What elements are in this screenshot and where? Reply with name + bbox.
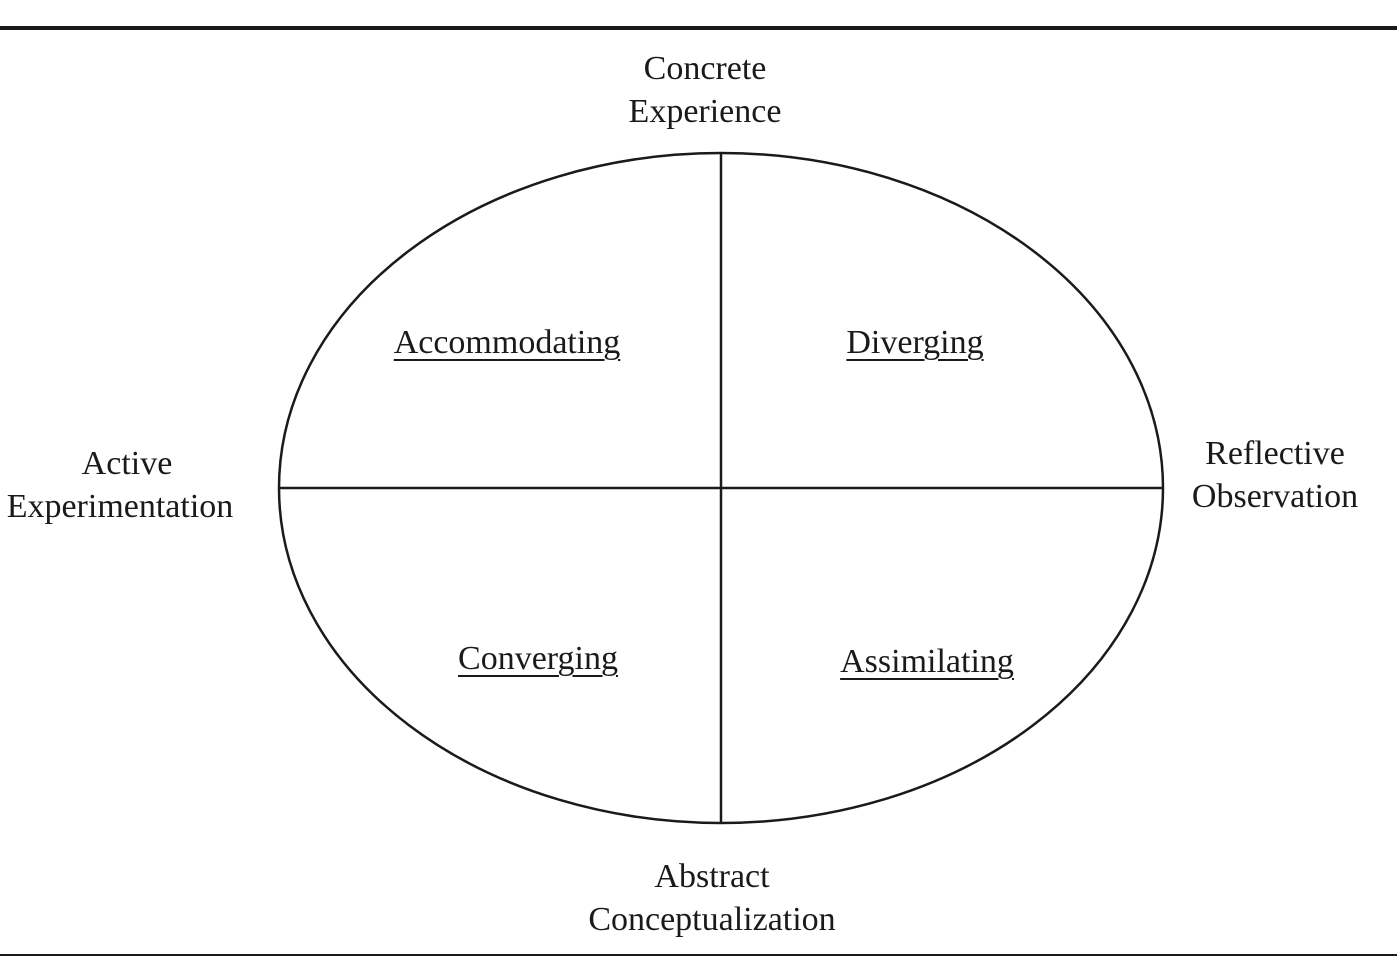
bottom-rule	[0, 954, 1397, 956]
pole-left-line2: Experimentation	[6, 488, 234, 525]
quadrant-diverging: Diverging	[846, 324, 984, 361]
pole-bottom-line2: Conceptualization	[588, 901, 836, 938]
pole-concrete-experience: Concrete Experience	[605, 47, 805, 133]
pole-right-line1: Reflective	[1205, 435, 1345, 472]
pole-top-line1: Concrete	[643, 50, 767, 87]
pole-top-line2: Experience	[628, 93, 782, 130]
quadrant-converging: Converging	[458, 640, 618, 677]
pole-abstract-conceptualization: Abstract Conceptualization	[562, 855, 862, 941]
pole-right-line2: Observation	[1191, 478, 1359, 515]
quadrant-assimilating: Assimilating	[840, 643, 1014, 680]
pole-reflective-observation: Reflective Observation	[1180, 432, 1370, 518]
pole-left-line1: Active	[81, 445, 173, 482]
top-rule	[0, 26, 1397, 30]
pole-active-experimentation: Active Experimentation	[0, 442, 240, 528]
pole-bottom-line1: Abstract	[654, 858, 770, 895]
quadrant-accommodating: Accommodating	[393, 324, 621, 361]
